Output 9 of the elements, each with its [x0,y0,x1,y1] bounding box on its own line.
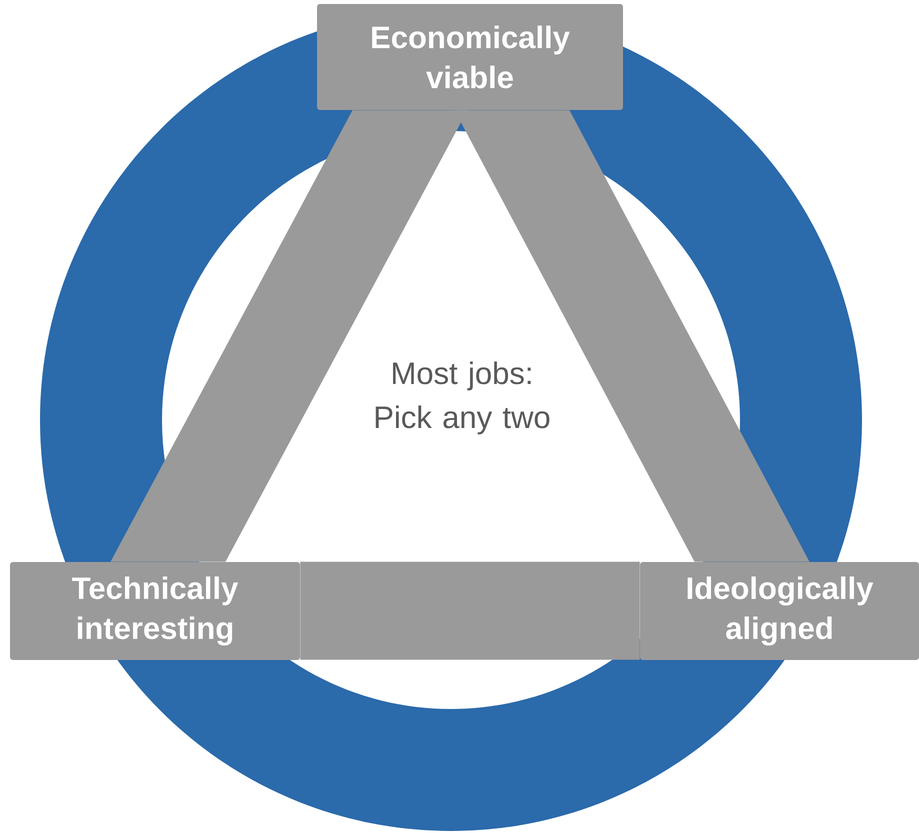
label-box: Ideologically aligned [640,562,919,660]
triangle-band [454,110,810,562]
triangle-band [300,562,640,660]
node-label: Technically interesting [72,576,238,646]
center-text: Most jobs: Pick any two [376,362,550,434]
label-box: Economically viable [317,4,623,110]
node-label: Economically viable [372,26,570,88]
label-box: Technically interesting [10,562,300,660]
node-label: Ideologically aligned [688,576,874,646]
